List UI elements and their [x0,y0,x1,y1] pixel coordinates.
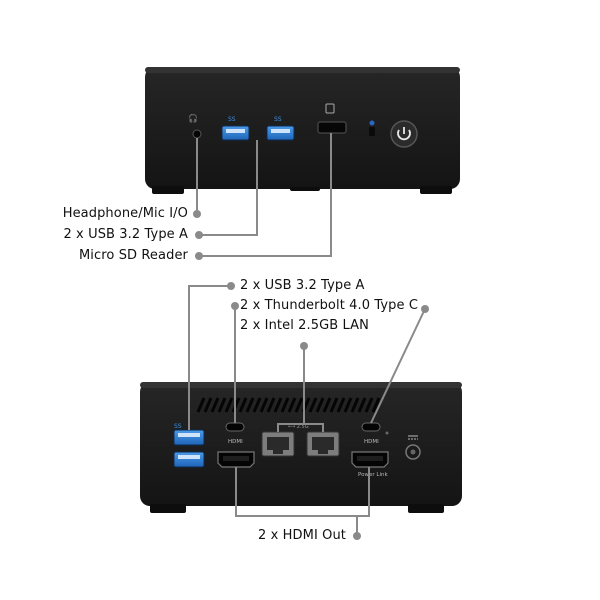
vent-slat [322,397,332,413]
vent-slat [308,397,318,413]
vent-slat [343,397,353,413]
dc-power-jack [405,435,421,460]
label-hdmi: 2 x HDMI Out [258,528,346,543]
callout-dot-headphone [193,210,201,218]
hdmi-port-right: Power Link [351,451,389,478]
hdmi-port-left [217,451,255,468]
callout-line-thunderbolt-right [370,310,425,424]
rear-usb-a-port-1: SS [173,423,205,446]
front-usb-a-port-2: SS [266,116,295,141]
callout-dot-lan [300,342,308,350]
vent-slat [315,397,325,413]
power-button [390,120,418,148]
vent-slat [336,397,346,413]
usb-logo-icon: SS [274,116,282,123]
power-icon [397,129,411,141]
rear-usb-a-port-2 [173,451,205,468]
hdmi-marking-right: HDMI [364,439,379,445]
vent-slat [364,397,374,413]
callout-dot-usb-a-rear [227,282,235,290]
vent-slat [357,397,367,413]
vent-slat [217,397,227,413]
rear-foot-right [408,504,444,513]
callout-line-hdmi-bracket [235,467,370,517]
callout-dot-thunderbolt [231,302,239,310]
headphone-icon: 🎧 [188,113,198,123]
callout-dot-hdmi [353,532,361,540]
vent-slat [224,397,234,413]
callout-dot-sd-reader [195,252,203,260]
vent-slat [196,397,206,413]
power-link-marking: Power Link [358,472,388,478]
lan-port-1 [261,431,295,457]
front-foot-left [152,186,184,194]
vent-slat [371,397,381,413]
label-sd-reader: Micro SD Reader [78,248,188,263]
vent-slat [273,397,283,413]
callout-line-usb-a-front [201,140,258,236]
label-thunderbolt: 2 x Thunderbolt 4.0 Type C [240,298,419,313]
callout-line-usb-a-rear [188,285,230,430]
vent-slat [294,397,304,413]
vent-slat [203,397,213,413]
rear-foot-left [150,504,186,513]
callout-dot-usb-a-front [195,231,203,239]
sd-card-icon [325,103,335,114]
callout-line-lan-bracket [277,423,324,432]
callout-dot-thunderbolt-right [421,305,429,313]
usb-logo-icon: SS [174,423,182,430]
status-led [369,120,375,126]
vent-slat [350,397,360,413]
vent-slat [238,397,248,413]
vent-slat [259,397,269,413]
label-lan: 2 x Intel 2.5GB LAN [240,318,369,333]
usb-logo-icon: SS [228,116,236,123]
vent-slat [210,397,220,413]
label-usb-a-rear: 2 x USB 3.2 Type A [240,278,365,293]
rear-device-body [140,382,462,506]
label-headphone: Headphone/Mic I/O [62,206,188,221]
rear-device: SS HDMI [140,382,462,513]
vent-grille [196,397,381,413]
callout-lines [188,133,429,540]
lan-icon: ⟷ 2.5G [288,424,309,430]
vent-slat [245,397,255,413]
vent-slat [329,397,339,413]
vent-slat [280,397,290,413]
label-usb-a-front: 2 x USB 3.2 Type A [63,227,188,242]
front-device-body [145,67,460,189]
vent-slat [252,397,262,413]
front-usb-a-port-1: SS [221,116,250,141]
front-device: 🎧 SS SS [145,67,460,194]
vent-slat [266,397,276,413]
vent-slat [287,397,297,413]
lan-port-2 [306,431,340,457]
callout-line-sd-reader [201,133,332,257]
front-foot-right [420,186,452,194]
hdmi-marking-left: HDMI [228,439,243,445]
